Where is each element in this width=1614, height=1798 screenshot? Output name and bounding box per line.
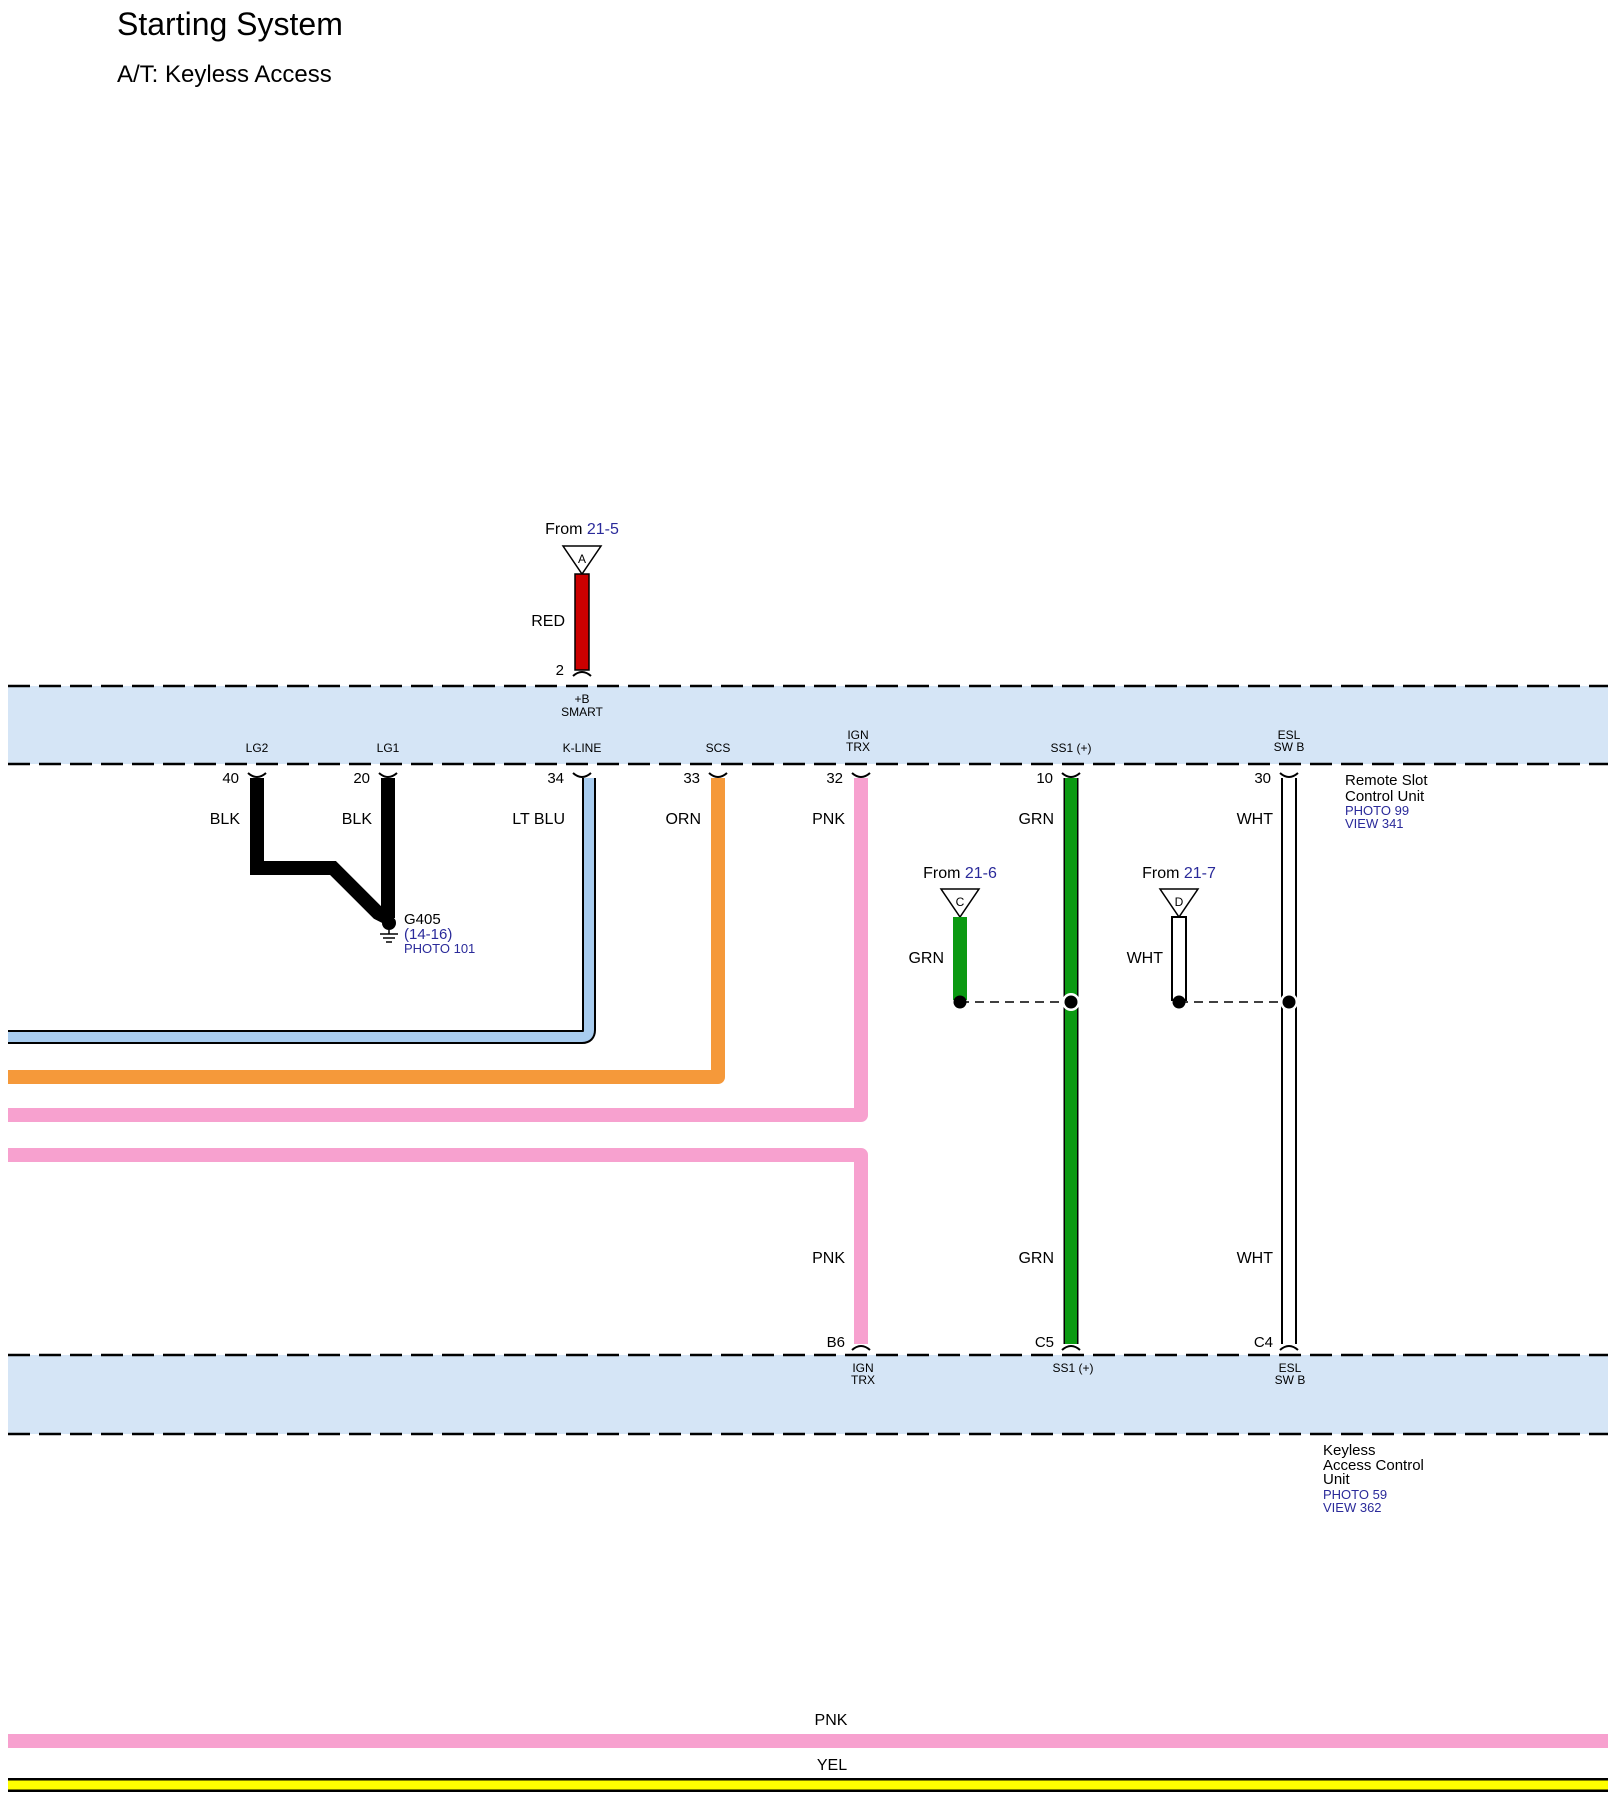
keyless-pin-trx-label: TRX [851,1373,875,1387]
pin-34-terminal [572,772,592,778]
pin-30-number: 30 [1254,770,1271,787]
from-d-letter: D [1175,895,1184,909]
remote-slot-name-2: Control Unit [1345,788,1425,805]
wire-orn-label: ORN [665,811,701,828]
pin-scs-label: SCS [706,741,731,755]
pin-20-terminal [378,772,398,778]
keyless-pin-ss1-label: SS1 (+) [1052,1361,1093,1375]
keyless-pin-esl-label: ESL [1279,1361,1302,1375]
wire-lt-blu-label: LT BLU [512,811,565,828]
pin-b6-terminal [851,1345,871,1351]
keyless-name-2: Access Control [1323,1457,1424,1474]
remote-slot-connector-band [8,686,1608,764]
remote-slot-name-1: Remote Slot [1345,772,1428,789]
keyless-name-1: Keyless [1323,1442,1376,1459]
wire-red [574,573,590,671]
page-subtitle: A/T: Keyless Access [117,61,332,88]
wire-pnk-remote-label: PNK [812,811,845,828]
from-d-label: From 21-7 [1142,865,1216,882]
pin-c5-terminal [1061,1345,1081,1351]
wire-wht-top-label: WHT [1237,811,1274,828]
wire-pnk-remote [8,778,868,1122]
pin-smart-label: SMART [561,705,603,719]
from-c-letter: C [956,895,965,909]
ground-photo: PHOTO 101 [404,941,475,956]
pin-b6-number: B6 [827,1334,845,1351]
pin-lg1-label: LG1 [377,741,400,755]
pin-2-terminal [572,671,592,677]
pin-c4-terminal [1279,1345,1299,1351]
wire-pnk-keyless [8,1148,868,1344]
pin-34-number: 34 [547,770,564,787]
splice-grn-node [1064,995,1078,1009]
keyless-name-3: Unit [1323,1471,1351,1488]
from-c-connector-triangle [939,888,981,919]
page-title: Starting System [117,6,343,42]
ground-ref: (14-16) [404,926,452,943]
from-a-connector-triangle [561,545,603,576]
pin-esl-label: ESL [1278,728,1301,742]
wire-grn-from-c [953,917,967,1000]
pin-40-terminal [247,772,267,778]
wire-grn-from-c-label: GRN [908,950,944,967]
pin-40-number: 40 [222,770,239,787]
pin-2-number: 2 [556,662,564,679]
keyless-connector-band [8,1355,1608,1434]
wire-blk-lg2 [250,778,392,925]
pin-20-number: 20 [353,770,370,787]
wire-grn-bottom-label: GRN [1018,1250,1054,1267]
wire-lt-blu [8,778,594,1042]
pin-10-number: 10 [1036,770,1053,787]
keyless-pin-ign-label: IGN [852,1361,873,1375]
from-d-connector-triangle [1158,888,1200,919]
from-a-label: From 21-5 [545,521,619,538]
pin-sw-b-label: SW B [1274,740,1305,754]
pin-33-number: 33 [683,770,700,787]
keyless-pin-sw-b-label: SW B [1275,1373,1306,1387]
pin-c4-number: C4 [1254,1334,1273,1351]
pin-k-line-label: K-LINE [563,741,602,755]
pin-trx-label: TRX [846,740,870,754]
splice-wht-node [1282,995,1296,1009]
pin-lg2-label: LG2 [246,741,269,755]
pin-plus-b-label: +B [574,692,589,706]
remote-slot-view: VIEW 341 [1345,816,1404,831]
keyless-photo: PHOTO 59 [1323,1487,1387,1502]
splice-d-node [1172,995,1186,1009]
pin-ss1-label: SS1 (+) [1050,741,1091,755]
pin-10-terminal [1061,772,1081,778]
pin-32-number: 32 [826,770,843,787]
wire-wht-from-d [1171,916,1187,1001]
wire-red-label: RED [531,613,565,630]
wire-wht-bottom-label: WHT [1237,1250,1274,1267]
ground-name: G405 [404,911,441,928]
keyless-view: VIEW 362 [1323,1500,1382,1515]
wire-pnk-keyless-label: PNK [812,1250,845,1267]
wire-wht-from-d-label: WHT [1127,950,1164,967]
from-c-label: From 21-6 [923,865,997,882]
wire-blk-lg2-label: BLK [210,811,241,828]
bottom-yel-label: YEL [817,1757,847,1774]
pin-32-terminal [851,772,871,778]
bottom-pnk-label: PNK [815,1712,848,1729]
wire-lt-blu-outline [8,778,596,1044]
pin-30-terminal [1279,772,1299,778]
pin-33-terminal [708,772,728,778]
wire-grn-top-label: GRN [1018,811,1054,828]
wire-blk-lg1-label: BLK [342,811,373,828]
remote-slot-photo: PHOTO 99 [1345,803,1409,818]
pin-ign-label: IGN [847,728,868,742]
ground-g405-node [382,916,396,930]
pin-c5-number: C5 [1035,1334,1054,1351]
from-a-letter: A [578,552,586,566]
splice-c-node [953,995,967,1009]
wire-orn [8,778,725,1084]
